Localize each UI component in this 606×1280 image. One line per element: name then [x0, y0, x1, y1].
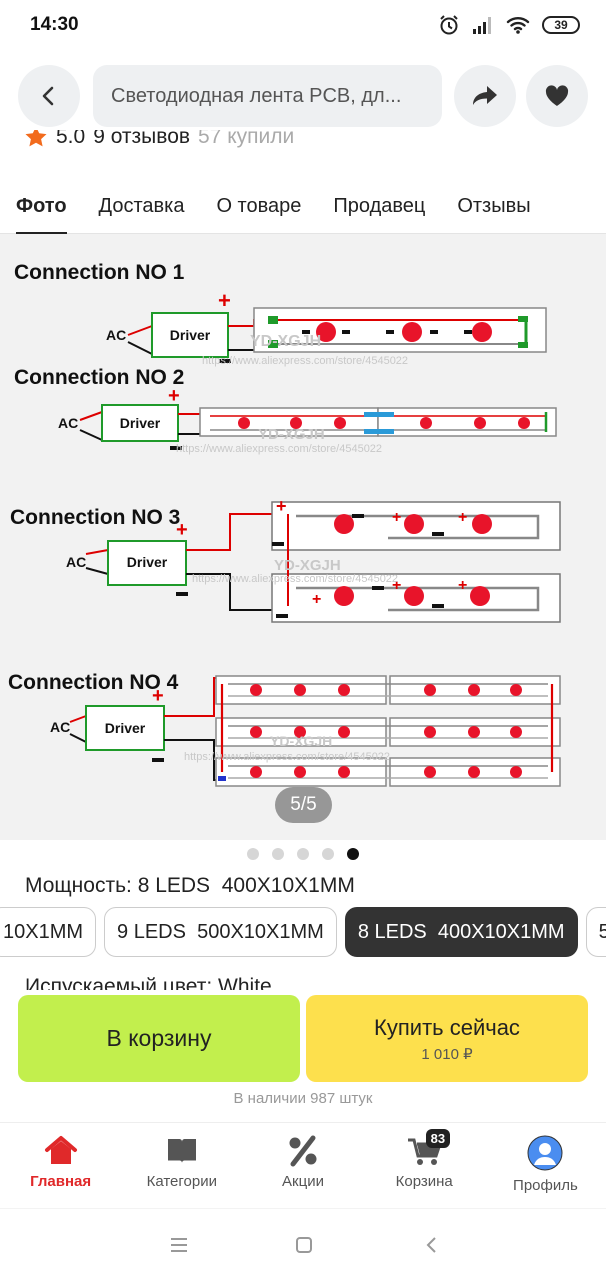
connection-diagram: Connection NO 1 AC Driver + YD-XGJH http…	[0, 234, 606, 840]
nav-promotions[interactable]: Акции	[242, 1123, 363, 1208]
cart-badge: 83	[425, 1129, 451, 1148]
favorite-button[interactable]	[526, 65, 588, 127]
plus-label: +	[458, 509, 467, 526]
image-counter: 5/5	[275, 787, 332, 823]
product-tabs: Фото Доставка О товаре Продавец Отзывы	[0, 178, 606, 235]
tab-reviews[interactable]: Отзывы	[457, 195, 531, 217]
battery-indicator: 39	[542, 16, 580, 34]
share-button[interactable]	[454, 65, 516, 127]
driver-label: Driver	[120, 415, 161, 431]
watermark-brand: YD-XGJH	[274, 557, 341, 574]
plus-label: +	[218, 288, 231, 313]
signal-icon	[473, 17, 491, 34]
alarm-icon	[440, 15, 458, 35]
watermark-brand: YD-XGJH	[250, 333, 321, 350]
product-image[interactable]: Connection NO 1 AC Driver + YD-XGJH http…	[0, 234, 606, 840]
watermark-url: https://www.aliexpress.com/store/4545022	[176, 443, 382, 455]
back-button[interactable]	[18, 65, 80, 127]
watermark-url: https://www.aliexpress.com/store/4545022	[192, 573, 398, 585]
catalog-icon	[167, 1139, 196, 1163]
plus-label: +	[276, 496, 287, 516]
system-navigation	[0, 1208, 606, 1280]
gallery-dot[interactable]	[272, 848, 284, 860]
gallery-dot[interactable]	[297, 848, 309, 860]
plus-label: +	[392, 577, 401, 594]
buy-now-button[interactable]: Купить сейчас 1 010 ₽	[306, 995, 588, 1082]
watermark-url: https://www.aliexpress.com/store/4545022	[202, 355, 408, 367]
connection-1-title: Connection NO 1	[14, 261, 185, 284]
percent-icon	[289, 1135, 317, 1167]
driver-label: Driver	[170, 327, 211, 343]
plus-label: +	[392, 509, 401, 526]
purchase-actions: В корзину Купить сейчас 1 010 ₽	[0, 990, 606, 1090]
variant-chips: 10X1MM 9 LEDS 500X10X1MM 8 LEDS 400X10X1…	[0, 907, 606, 957]
nav-profile[interactable]: Профиль	[485, 1123, 606, 1208]
ac-label: AC	[58, 415, 78, 431]
plus-label: +	[312, 591, 321, 608]
plus-label: +	[458, 577, 467, 594]
star-icon	[25, 130, 47, 147]
status-time: 14:30	[30, 14, 79, 35]
variant-chip[interactable]: 9 LEDS 500X10X1MM	[104, 907, 337, 957]
home-square-icon[interactable]	[295, 1236, 313, 1254]
variant-chip-selected[interactable]: 8 LEDS 400X10X1MM	[344, 907, 578, 957]
buy-now-label: Купить сейчас	[374, 1014, 520, 1040]
gallery-dot-active[interactable]	[347, 848, 359, 860]
buy-now-price: 1 010 ₽	[421, 1045, 473, 1063]
gallery-dot[interactable]	[247, 848, 259, 860]
variant-chip[interactable]: 10X1MM	[0, 907, 97, 957]
nav-home[interactable]: Главная	[0, 1123, 121, 1208]
tab-photo[interactable]: Фото	[0, 178, 83, 235]
menu-icon[interactable]	[170, 1237, 188, 1253]
connection-4-title: Connection NO 4	[8, 671, 179, 694]
ac-label: AC	[50, 719, 70, 735]
plus-label: +	[176, 519, 188, 541]
share-icon	[473, 86, 497, 105]
back-nav-icon[interactable]	[424, 1236, 438, 1254]
nav-categories[interactable]: Категории	[121, 1123, 242, 1208]
status-bar: 14:30 39	[0, 0, 606, 50]
bought-count: 57 купили	[198, 130, 295, 148]
search-field[interactable]: Светодиодная лента PCB, дл...	[93, 65, 442, 127]
driver-label: Driver	[127, 554, 168, 570]
home-icon	[44, 1136, 77, 1164]
heart-icon	[545, 85, 569, 106]
stock-info: В наличии 987 штук	[233, 1090, 373, 1107]
watermark-brand: YD-XGJH	[270, 733, 332, 749]
connection-3-title: Connection NO 3	[10, 506, 180, 529]
rating-strip[interactable]: 5.0 9 отзывов 57 купили	[24, 130, 584, 162]
variant-chip[interactable]: 5	[585, 907, 606, 957]
plus-label: +	[152, 685, 164, 707]
tab-about[interactable]: О товаре	[216, 195, 302, 217]
power-option-label: Мощность: 8 LEDS 400X10X1MM	[25, 874, 355, 897]
bottom-nav: Главная Категории Акции 83 Корзина Профи…	[0, 1122, 606, 1208]
reviews-count: 9 отзывов	[93, 130, 191, 148]
profile-icon	[527, 1135, 563, 1171]
driver-label: Driver	[105, 720, 146, 736]
gallery-dot[interactable]	[322, 848, 334, 860]
ac-label: AC	[66, 554, 86, 570]
watermark-brand: YD-XGJH	[258, 426, 325, 443]
connection-2-title: Connection NO 2	[14, 366, 184, 389]
gallery-dots	[0, 848, 606, 860]
ac-label: AC	[106, 327, 126, 343]
product-header: Светодиодная лента PCB, дл...	[0, 62, 606, 128]
plus-label: +	[168, 385, 180, 407]
rating-score: 5.0	[56, 130, 86, 148]
tab-seller[interactable]: Продавец	[333, 195, 426, 217]
nav-cart[interactable]: 83 Корзина	[395, 1129, 453, 1190]
watermark-url: https://www.aliexpress.com/store/4545022	[184, 751, 390, 763]
tab-delivery[interactable]: Доставка	[98, 195, 185, 217]
wifi-icon	[506, 17, 530, 34]
chevron-left-icon	[42, 86, 54, 106]
add-to-cart-button[interactable]: В корзину	[18, 995, 300, 1082]
